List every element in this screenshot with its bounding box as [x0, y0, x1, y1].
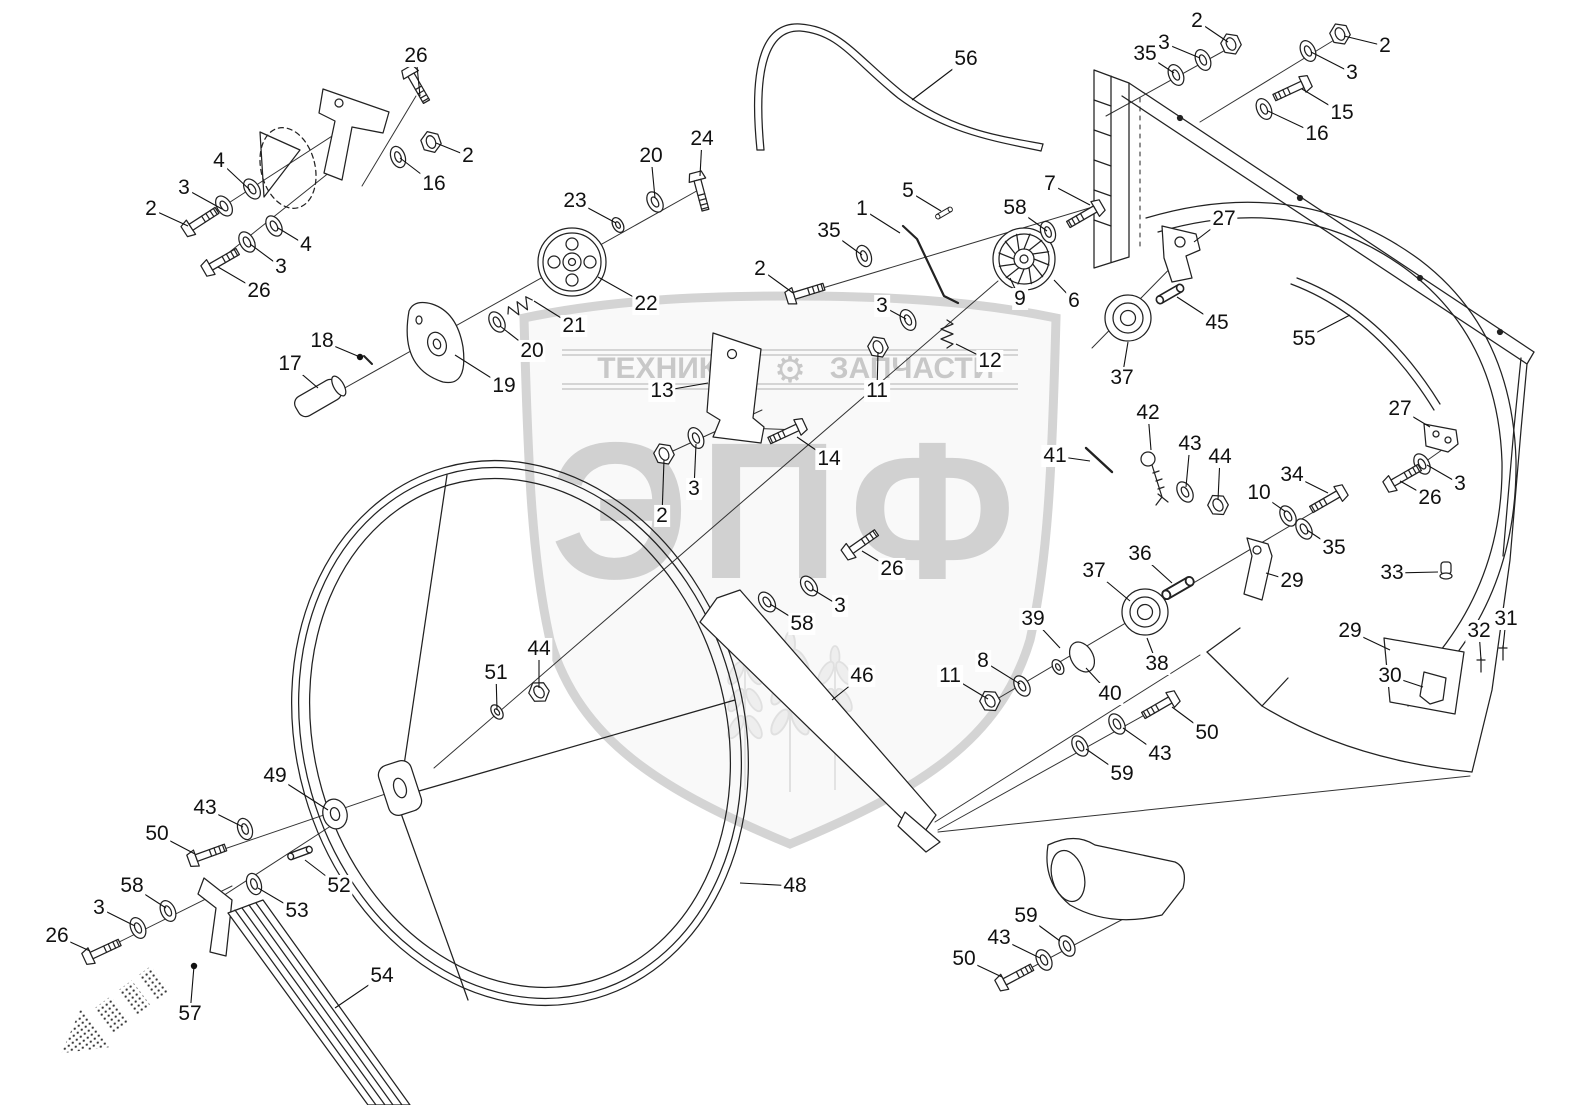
watermark-text-right: ЗАПЧАСТИ [830, 352, 994, 385]
machine-frame-art [1093, 69, 1535, 773]
small-arm-art [197, 877, 233, 957]
small-fasteners-art [1439, 561, 1508, 673]
right-brackets-art [1161, 225, 1465, 715]
top-left-bracket-art [259, 88, 390, 209]
shaft-art [1159, 574, 1197, 602]
snap-ring-art [1068, 641, 1096, 673]
watermark: ТЕХНИКА ⚙ ЗАПЧАСТИ ЭПФ [519, 291, 1061, 849]
drive-wheel-art [291, 459, 749, 1007]
support-bracket-art [699, 589, 941, 853]
bracket-13-art [706, 332, 765, 444]
hose-art [753, 23, 1044, 152]
handle-cylinder-art [294, 375, 347, 418]
hub-disc-art [318, 795, 352, 833]
belt-band-art [227, 899, 411, 1105]
bearing-art [1121, 588, 1169, 636]
gear-icon: ⚙ [774, 349, 806, 390]
direction-arrow-icon [61, 965, 171, 1054]
bearing-art [1104, 294, 1152, 342]
pulley-art [537, 227, 607, 297]
chute-art [1046, 837, 1185, 921]
fan-wheel-art [992, 227, 1056, 291]
rod-art [901, 224, 960, 305]
mount-plate-art [406, 301, 465, 384]
turnbuckle-art [1084, 446, 1169, 506]
blade-art [1290, 277, 1441, 411]
pin-art [286, 844, 314, 862]
bushing-art [1154, 282, 1186, 306]
